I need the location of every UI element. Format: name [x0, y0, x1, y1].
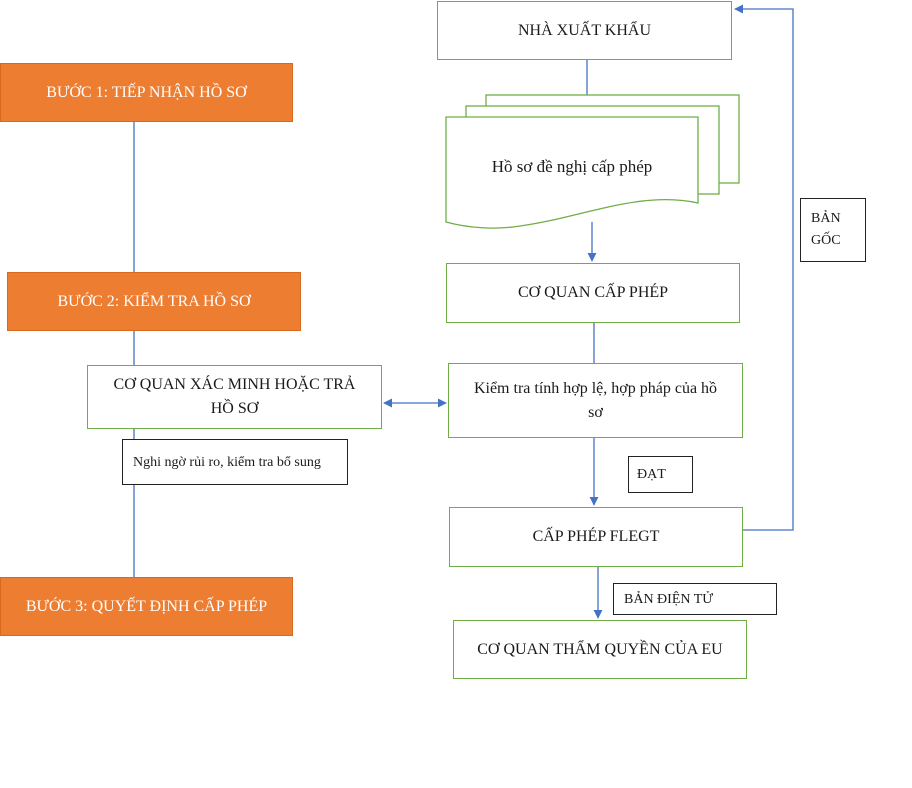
check-validity-box: Kiểm tra tính hợp lệ, hợp pháp của hồ sơ	[448, 363, 743, 438]
suspicion-note-box: Nghi ngờ rủi ro, kiểm tra bổ sung	[122, 439, 348, 485]
original-copy-return-arrow	[734, 4, 794, 531]
passed-label: ĐẠT	[637, 467, 666, 482]
verification-agency-label: CƠ QUAN XÁC MINH HOẶC TRẢ HỒ SƠ	[113, 376, 356, 417]
licensing-authority-box: CƠ QUAN CẤP PHÉP	[446, 263, 740, 323]
step-3-box: BƯỚC 3: QUYẾT ĐỊNH CẤP PHÉP	[0, 577, 293, 636]
check-validity-label: Kiểm tra tính hợp lệ, hợp pháp của hồ sơ	[473, 379, 718, 421]
step-2-label: BƯỚC 2: KIỂM TRA HỒ SƠ	[57, 292, 251, 310]
application-document-stack	[445, 94, 740, 229]
electronic-copy-box: BẢN ĐIỆN TỬ	[613, 583, 777, 615]
verification-agency-box: CƠ QUAN XÁC MINH HOẶC TRẢ HỒ SƠ	[87, 365, 382, 429]
passed-label-box: ĐẠT	[628, 456, 693, 493]
step-1-box: BƯỚC 1: TIẾP NHẬN HỒ SƠ	[0, 63, 293, 122]
issue-flegt-box: CẤP PHÉP FLEGT	[449, 507, 743, 567]
original-copy-label: BẢN GỐC	[811, 210, 841, 248]
step-3-label: BƯỚC 3: QUYẾT ĐỊNH CẤP PHÉP	[25, 597, 268, 615]
eu-authority-box: CƠ QUAN THẨM QUYỀN CỦA EU	[453, 620, 747, 679]
suspicion-note-label: Nghi ngờ rủi ro, kiểm tra bổ sung	[133, 454, 321, 470]
exporter-label: NHÀ XUẤT KHẨU	[517, 21, 652, 39]
exporter-box: NHÀ XUẤT KHẨU	[437, 1, 732, 60]
issue-flegt-label: CẤP PHÉP FLEGT	[532, 528, 660, 545]
application-label-box: Hồ sơ đề nghị cấp phép	[446, 145, 698, 189]
application-label: Hồ sơ đề nghị cấp phép	[491, 157, 653, 177]
licensing-authority-label: CƠ QUAN CẤP PHÉP	[517, 284, 669, 301]
step-1-label: BƯỚC 1: TIẾP NHẬN HỒ SƠ	[46, 83, 247, 101]
electronic-copy-label: BẢN ĐIỆN TỬ	[624, 591, 714, 607]
step-2-box: BƯỚC 2: KIỂM TRA HỒ SƠ	[7, 272, 301, 331]
eu-authority-label: CƠ QUAN THẨM QUYỀN CỦA EU	[477, 640, 723, 658]
original-copy-box: BẢN GỐC	[800, 198, 866, 262]
